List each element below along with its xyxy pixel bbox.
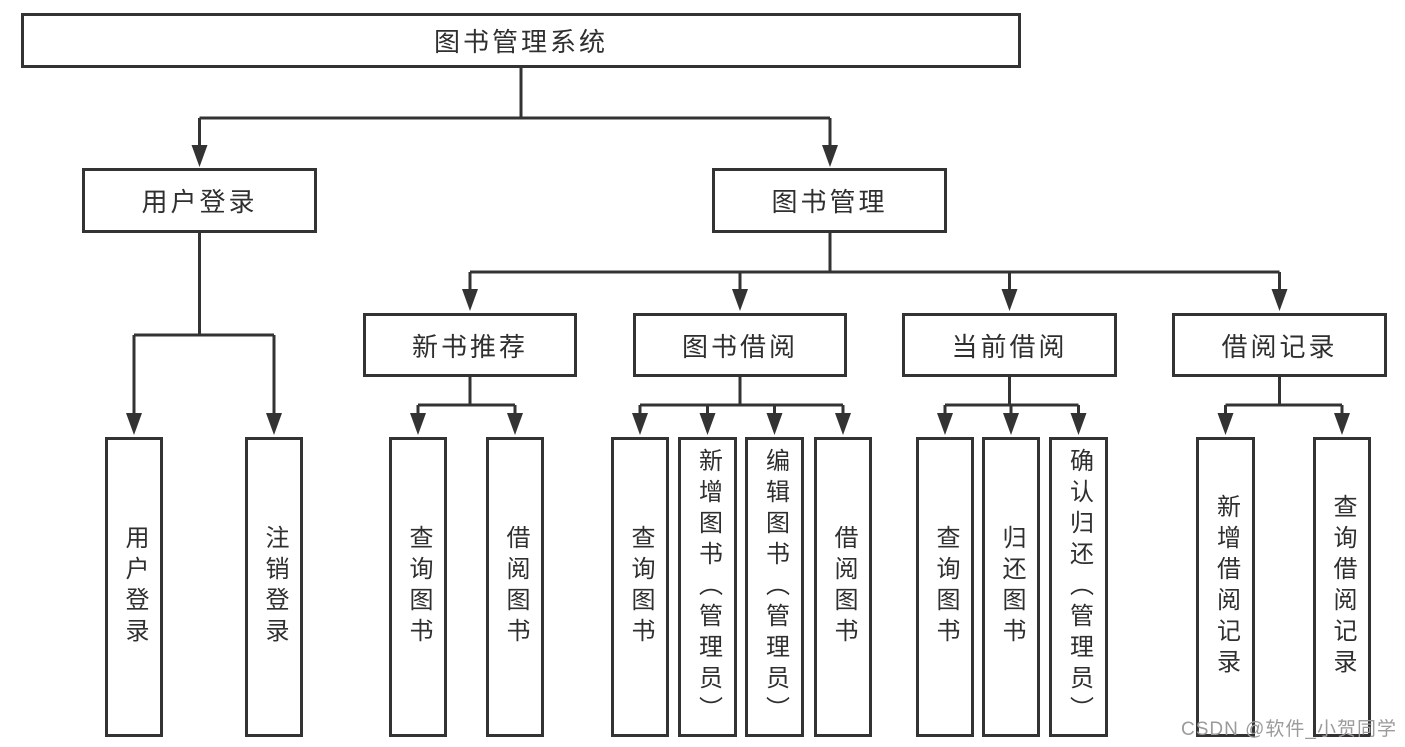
leaf-label: 查询图书 <box>405 525 432 649</box>
leaf-confirm-return-admin: 确认归还（管理员） <box>1049 437 1108 737</box>
leaf-return-books: 归还图书 <box>982 437 1040 737</box>
node-current-borrowing: 当前借阅 <box>902 313 1117 377</box>
node-label: 借阅记录 <box>1221 331 1338 362</box>
leaf-label: 借阅图书 <box>830 525 857 649</box>
leaf-label: 用户登录 <box>121 525 148 649</box>
leaf-label: 编辑图书（管理员） <box>761 447 789 727</box>
watermark: CSDN @软件_小贺同学 <box>1181 719 1397 740</box>
node-label: 当前借阅 <box>951 331 1068 362</box>
node-label: 图书管理系统 <box>433 27 608 57</box>
node-book-management: 图书管理 <box>712 168 947 233</box>
arrowheads <box>126 145 1350 435</box>
leaf-label: 查询借阅记录 <box>1329 494 1356 680</box>
leaf-logout: 注销登录 <box>245 437 303 737</box>
node-label: 新书推荐 <box>411 331 528 362</box>
node-label: 图书管理 <box>771 187 888 217</box>
node-label: 用户登录 <box>141 187 258 217</box>
leaf-label: 注销登录 <box>261 525 288 649</box>
leaf-user-login: 用户登录 <box>105 437 163 737</box>
leaf-label: 借阅图书 <box>502 525 529 649</box>
leaf-query-books-borrowing: 查询图书 <box>611 437 669 737</box>
leaf-label: 查询图书 <box>627 525 654 649</box>
node-label: 图书借阅 <box>681 331 798 362</box>
node-book-borrowing: 图书借阅 <box>633 313 847 377</box>
leaf-label: 归还图书 <box>998 525 1025 649</box>
leaf-label: 新增图书（管理员） <box>694 447 722 727</box>
leaf-label: 确认归还（管理员） <box>1065 447 1093 727</box>
leaf-query-borrow-record: 查询借阅记录 <box>1313 437 1371 737</box>
leaf-edit-books-admin: 编辑图书（管理员） <box>745 437 804 737</box>
leaf-add-borrow-record: 新增借阅记录 <box>1196 437 1255 737</box>
leaf-query-books-recommend: 查询图书 <box>389 437 447 737</box>
leaf-add-books-admin: 新增图书（管理员） <box>678 437 737 737</box>
leaf-borrow-books-recommend: 借阅图书 <box>486 437 544 737</box>
node-user-login: 用户登录 <box>82 168 317 233</box>
leaf-query-books-current: 查询图书 <box>916 437 974 737</box>
leaf-label: 新增借阅记录 <box>1212 494 1240 680</box>
node-new-book-recommend: 新书推荐 <box>363 313 577 377</box>
leaf-label: 查询图书 <box>932 525 959 649</box>
node-borrowing-records: 借阅记录 <box>1172 313 1387 377</box>
leaf-borrow-books: 借阅图书 <box>814 437 872 737</box>
node-library-management-system: 图书管理系统 <box>21 13 1021 68</box>
